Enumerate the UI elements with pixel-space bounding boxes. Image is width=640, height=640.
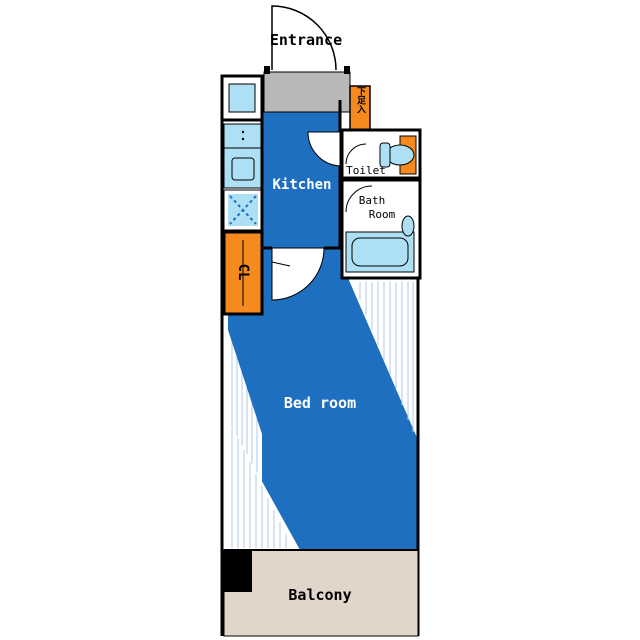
entrance-door xyxy=(271,5,337,71)
entry-floor xyxy=(263,71,351,113)
kitchen-label: Kitchen xyxy=(272,177,331,193)
toilet-label: Toilet xyxy=(346,164,386,177)
kitchen-counter xyxy=(220,74,264,231)
toilet-room: Toilet xyxy=(340,128,422,180)
entrance-label: Entrance xyxy=(270,31,342,49)
closet: CL xyxy=(222,230,264,316)
balcony: Balcony xyxy=(223,549,419,637)
bedroom-label: Bed room xyxy=(284,394,356,412)
bath-label-line1: Bath xyxy=(359,194,386,207)
bath-room: Bath Room xyxy=(340,178,422,280)
kitchen-door xyxy=(307,131,341,167)
shoebox-label: 下足入 xyxy=(355,86,367,114)
closet-label: CL xyxy=(235,264,251,281)
balcony-label: Balcony xyxy=(288,586,351,604)
bath-label-line2: Room xyxy=(369,208,396,221)
bedroom-door xyxy=(271,247,325,301)
shoe-cabinet: 下足入 xyxy=(349,85,371,131)
